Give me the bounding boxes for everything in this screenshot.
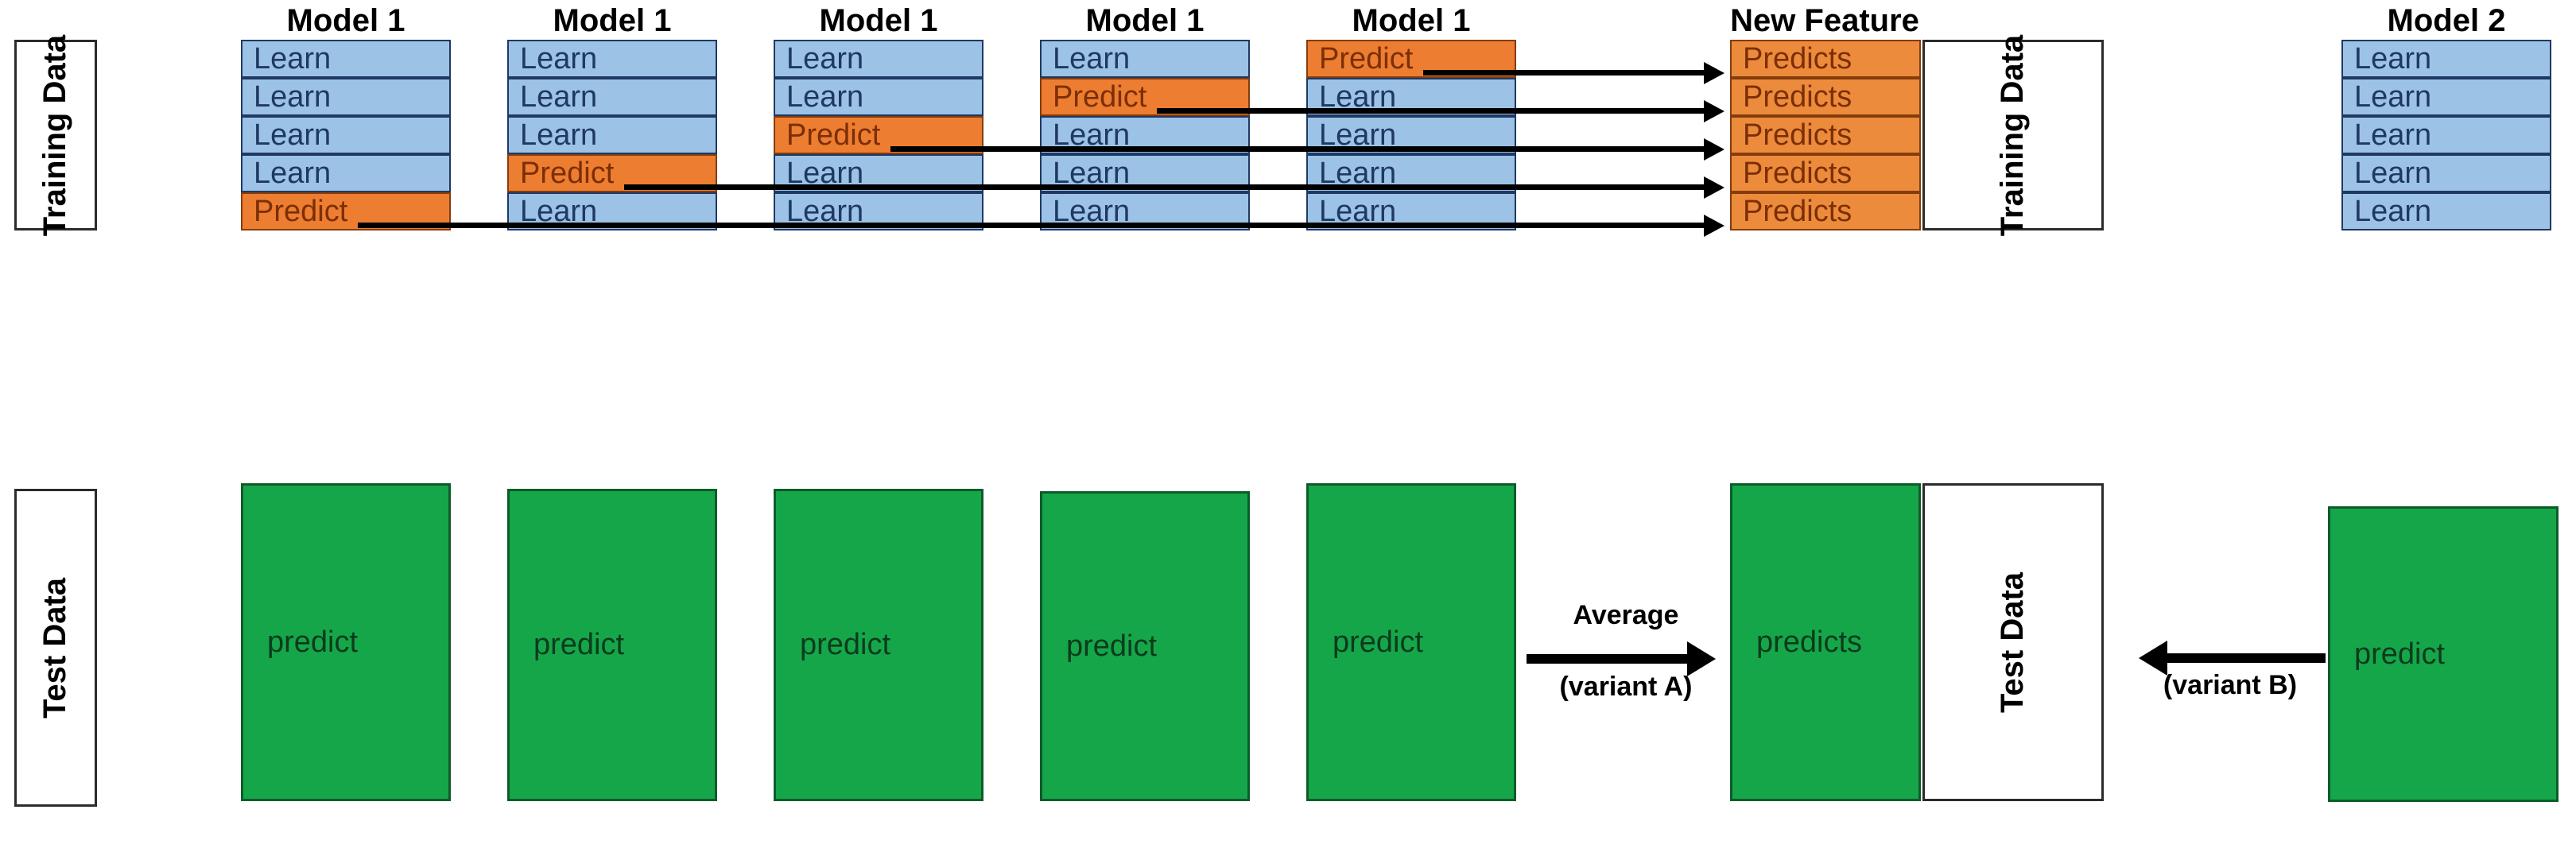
oof-arrow-head-row3 bbox=[1704, 138, 1724, 161]
variant-b-arrow-head bbox=[2139, 641, 2167, 676]
test-block-model2[interactable]: predict bbox=[2328, 506, 2559, 802]
cell-learn[interactable]: Learn bbox=[2341, 78, 2551, 116]
variant-b-arrow-line bbox=[2167, 653, 2326, 663]
panel-test-data-left-label: Test Data bbox=[37, 577, 73, 718]
cell-predict[interactable]: Predict bbox=[241, 192, 451, 230]
variant-a-label: (variant A) bbox=[1559, 672, 1693, 702]
cell-learn[interactable]: Learn bbox=[2341, 40, 2551, 78]
panel-test-data-left: Test Data bbox=[14, 489, 97, 807]
panel-training-data-right: Training Data bbox=[1922, 34, 2104, 236]
oof-arrow-line-row1 bbox=[1423, 70, 1705, 76]
test-block-fold4[interactable]: predict bbox=[1040, 491, 1250, 801]
cell-learn[interactable]: Learn bbox=[241, 78, 451, 116]
average-arrow-line bbox=[1527, 654, 1690, 664]
fold-column-2-stack: Learn Learn Learn Predict Learn bbox=[507, 40, 717, 230]
test-block-fold1[interactable]: predict bbox=[241, 483, 451, 801]
variant-b-label: (variant B) bbox=[2163, 670, 2298, 700]
cell-learn[interactable]: Learn bbox=[2341, 192, 2551, 230]
column-header-model1-fold4: Model 1 bbox=[1085, 3, 1205, 38]
oof-arrow-head-row2 bbox=[1704, 100, 1724, 122]
new-feature-stack: Predicts Predicts Predicts Predicts Pred… bbox=[1730, 40, 1921, 230]
panel-training-data-left-label: Training Data bbox=[37, 34, 73, 236]
cell-learn[interactable]: Learn bbox=[507, 78, 717, 116]
test-block-new-feature[interactable]: predicts bbox=[1730, 483, 1921, 801]
column-header-model1-fold1: Model 1 bbox=[286, 3, 405, 38]
cell-predicts[interactable]: Predicts bbox=[1730, 78, 1921, 116]
test-block-fold3[interactable]: predict bbox=[774, 489, 983, 801]
fold-column-3-stack: Learn Learn Predict Learn Learn bbox=[774, 40, 983, 230]
cell-learn[interactable]: Learn bbox=[241, 154, 451, 192]
cell-predicts[interactable]: Predicts bbox=[1730, 192, 1921, 230]
cell-predicts[interactable]: Predicts bbox=[1730, 154, 1921, 192]
fold-column-4-stack: Learn Predict Learn Learn Learn bbox=[1040, 40, 1250, 230]
cell-predicts[interactable]: Predicts bbox=[1730, 116, 1921, 154]
oof-arrow-line-row3 bbox=[890, 146, 1705, 152]
cell-learn[interactable]: Learn bbox=[2341, 116, 2551, 154]
cell-learn[interactable]: Learn bbox=[241, 116, 451, 154]
column-header-model1-fold2: Model 1 bbox=[553, 3, 672, 38]
panel-training-data-left: Training Data bbox=[14, 34, 97, 236]
cell-learn[interactable]: Learn bbox=[1040, 40, 1250, 78]
cell-learn[interactable]: Learn bbox=[2341, 154, 2551, 192]
model2-stack: Learn Learn Learn Learn Learn bbox=[2341, 40, 2551, 230]
cell-learn[interactable]: Learn bbox=[507, 40, 717, 78]
oof-arrow-head-row1 bbox=[1704, 62, 1724, 84]
oof-arrow-line-row2 bbox=[1157, 108, 1705, 114]
column-header-new-feature: New Feature bbox=[1730, 3, 1919, 38]
panel-test-data-right-label: Test Data bbox=[1995, 571, 2031, 713]
test-block-fold5[interactable]: predict bbox=[1306, 483, 1516, 801]
average-label: Average bbox=[1573, 600, 1679, 630]
cell-learn[interactable]: Learn bbox=[241, 40, 451, 78]
oof-arrow-head-row4 bbox=[1704, 176, 1724, 199]
average-arrow-head bbox=[1687, 641, 1716, 676]
fold-column-1-stack: Learn Learn Learn Learn Predict bbox=[241, 40, 451, 230]
oof-arrow-line-row4 bbox=[624, 184, 1705, 190]
cell-predict[interactable]: Predict bbox=[1306, 40, 1516, 78]
cell-learn[interactable]: Learn bbox=[774, 78, 983, 116]
oof-arrow-line-row5 bbox=[358, 223, 1705, 228]
column-header-model1-fold3: Model 1 bbox=[819, 3, 938, 38]
fold-column-5-stack: Predict Learn Learn Learn Learn bbox=[1306, 40, 1516, 230]
panel-test-data-right: Test Data bbox=[1922, 483, 2104, 801]
oof-arrow-head-row5 bbox=[1704, 215, 1724, 237]
column-header-model1-fold5: Model 1 bbox=[1352, 3, 1471, 38]
cell-predicts[interactable]: Predicts bbox=[1730, 40, 1921, 78]
cell-learn[interactable]: Learn bbox=[507, 116, 717, 154]
column-header-model2: Model 2 bbox=[2387, 3, 2506, 38]
cell-learn[interactable]: Learn bbox=[774, 40, 983, 78]
test-block-fold2[interactable]: predict bbox=[507, 489, 717, 801]
panel-training-data-right-label: Training Data bbox=[1995, 34, 2031, 236]
